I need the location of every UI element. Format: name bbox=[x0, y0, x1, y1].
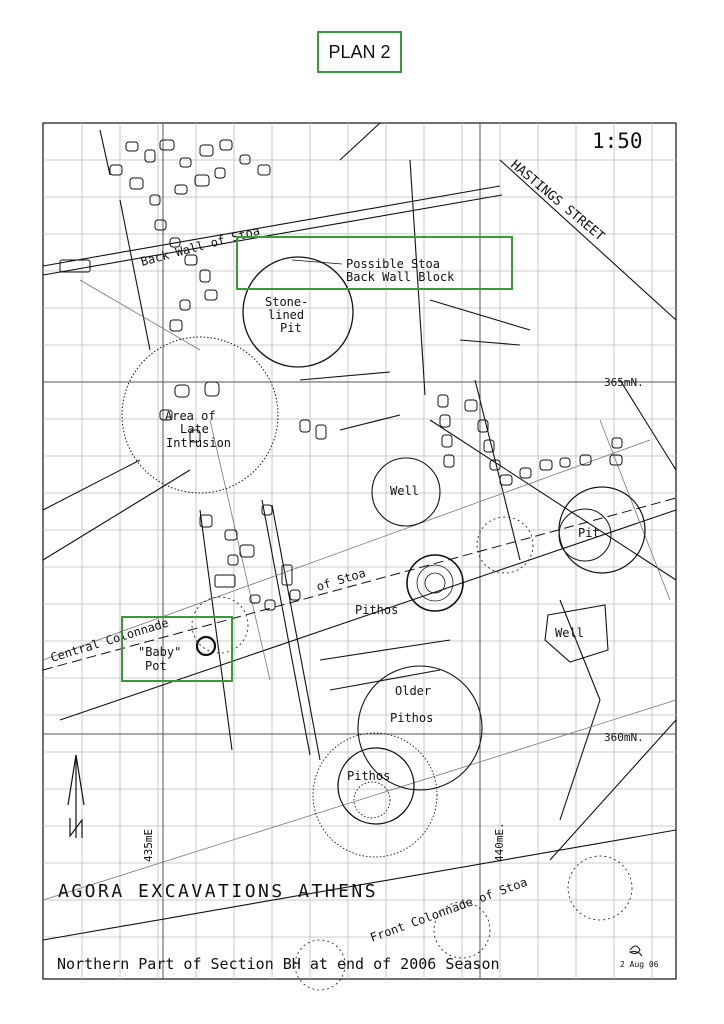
stone-rubble bbox=[59, 139, 623, 611]
coord-435e: 435mE bbox=[142, 829, 155, 862]
stoa-block-leader bbox=[291, 259, 343, 265]
stone-pit-label-3: Pit bbox=[280, 321, 302, 335]
surveyor-signature-icon bbox=[628, 945, 643, 957]
dotted-circle-west bbox=[191, 596, 249, 654]
pithos-upper-ring bbox=[416, 564, 454, 602]
stone-pit-label-2: lined bbox=[268, 308, 304, 322]
highlight-baby-pot bbox=[121, 616, 233, 682]
well-lower bbox=[544, 604, 609, 663]
features bbox=[121, 256, 646, 991]
pithos-lower-outer bbox=[312, 732, 438, 858]
plan-date: 2 Aug 06 bbox=[620, 960, 659, 969]
baby-pot bbox=[195, 635, 217, 657]
pit-east-inner bbox=[558, 508, 612, 562]
stone-lined-pit bbox=[242, 256, 354, 368]
highlight-stoa-block bbox=[236, 236, 513, 290]
late-intrusion-area bbox=[121, 336, 279, 494]
pithos-lower bbox=[337, 747, 415, 825]
well-label-2: Well bbox=[555, 626, 584, 640]
page-title: PLAN 2 bbox=[317, 31, 402, 73]
central-colonnade-axis bbox=[42, 497, 677, 671]
north-arrow-icon bbox=[67, 754, 85, 838]
older-pithos-label-1: Older bbox=[395, 684, 431, 698]
pithos-label-1: Pithos bbox=[355, 603, 398, 617]
project-title: AGORA EXCAVATIONS ATHENS bbox=[58, 881, 378, 902]
intrusion-label-2: Late bbox=[180, 422, 209, 436]
coord-365n: 365mN. bbox=[604, 376, 644, 389]
intrusion-label-1: Area of bbox=[165, 409, 216, 423]
stoa-block-label-2: Back Wall Block bbox=[346, 270, 455, 284]
baby-pot-label-2: Pot bbox=[145, 659, 167, 673]
stoa-block-label-1: Possible Stoa bbox=[346, 257, 440, 271]
coord-440e: 440mE. bbox=[493, 822, 506, 862]
dotted-circle-east bbox=[476, 516, 534, 574]
faint-lines bbox=[42, 279, 677, 901]
dotted-circle-south-3 bbox=[294, 939, 346, 991]
coord-360n: 360mN. bbox=[604, 731, 644, 744]
scale-label: 1:50 bbox=[592, 129, 643, 153]
older-pithos bbox=[357, 665, 483, 791]
baby-pot-label-1: "Baby" bbox=[138, 645, 181, 659]
older-pithos-label-2: Pithos bbox=[390, 711, 433, 725]
pithos-label-2: Pithos bbox=[347, 769, 390, 783]
street-label: HASTINGS STREET bbox=[507, 158, 607, 245]
stone-pit-label-1: Stone- bbox=[265, 295, 308, 309]
intrusion-label-3: Intrusion bbox=[166, 436, 231, 450]
dotted-circle-south-2 bbox=[433, 901, 491, 959]
plan-caption: Northern Part of Section BH at end of 20… bbox=[57, 955, 500, 973]
pit-label: Pit bbox=[578, 526, 600, 540]
front-colonnade-label: Front Colonnade of Stoa bbox=[368, 875, 529, 945]
pithos-upper-core bbox=[424, 572, 446, 594]
of-stoa-label: of Stoa bbox=[315, 566, 367, 594]
plan-frame bbox=[42, 122, 677, 980]
well-upper bbox=[371, 457, 441, 527]
pithos-lower-inner bbox=[353, 781, 391, 819]
dotted-circle-south bbox=[567, 855, 633, 921]
pithos-upper bbox=[406, 554, 464, 612]
well-label-1: Well bbox=[390, 484, 419, 498]
